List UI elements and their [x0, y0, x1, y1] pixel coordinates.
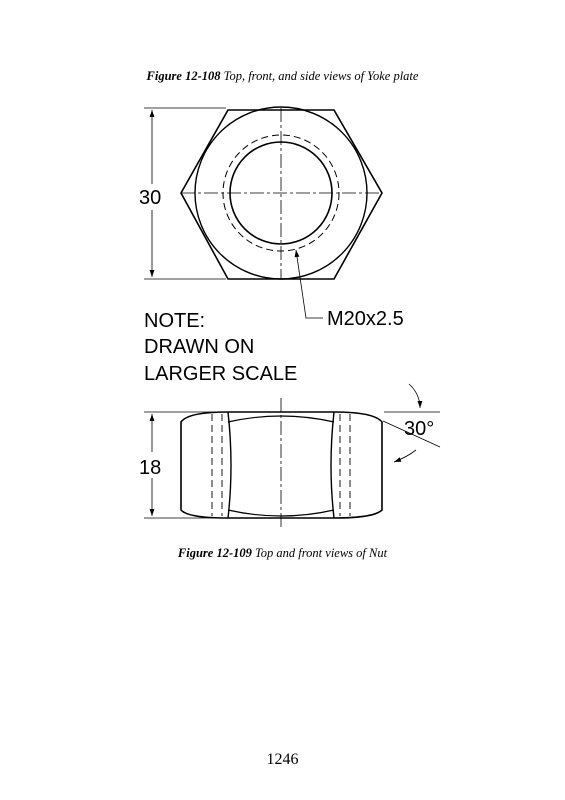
- chamfer-angle-label: 30°: [404, 418, 434, 440]
- top-view: [180, 106, 383, 280]
- right-flat-edge: [330, 411, 335, 519]
- figure-caption-bottom: Figure 12-109 Top and front views of Nut: [0, 546, 565, 561]
- figure-caption-top-text: Top, front, and side views of Yoke plate: [220, 69, 419, 83]
- chamfer-angle-dimension: [382, 383, 441, 463]
- front-view-height-label: 18: [139, 457, 161, 479]
- page-number: 1246: [266, 751, 299, 768]
- top-view-height-dimension: [144, 107, 226, 280]
- left-flat-edge: [227, 411, 232, 519]
- note-line-1: NOTE:: [144, 310, 205, 332]
- front-view: [180, 398, 383, 530]
- note-line-2: DRAWN ON: [144, 336, 254, 358]
- top-view-height-label: 30: [139, 187, 161, 209]
- thread-callout: M20x2.5: [327, 308, 404, 330]
- hexagon-outline: [180, 109, 383, 280]
- front-view-height-dimension: [144, 411, 226, 519]
- nut-drawing: 30 M20x2.5 NOTE: DRAWN ON LARGER SCALE 1…: [139, 106, 441, 530]
- figure-caption-top: Figure 12-108 Top, front, and side views…: [0, 69, 565, 84]
- figure-caption-bottom-label: Figure 12-109: [177, 546, 252, 560]
- nut-front-outline: [180, 411, 383, 519]
- figure-caption-top-label: Figure 12-108: [146, 69, 221, 83]
- figure-caption-bottom-text: Top and front views of Nut: [251, 546, 388, 560]
- note-line-3: LARGER SCALE: [144, 363, 297, 385]
- thread-leader: [294, 249, 323, 319]
